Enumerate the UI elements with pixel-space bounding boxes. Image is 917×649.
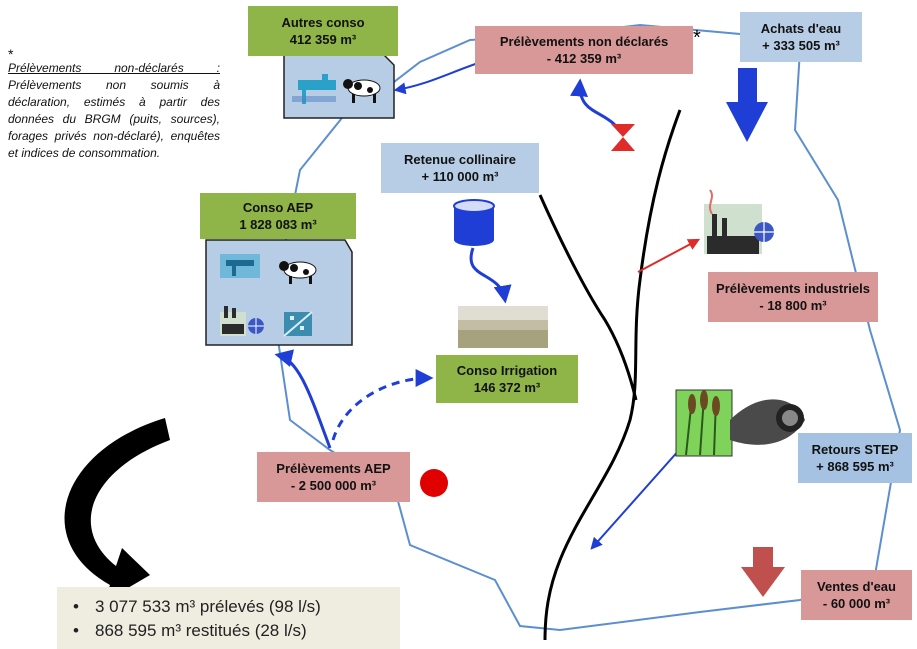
arrow-river-to-industry (637, 238, 701, 273)
bullet-icon: • (73, 597, 79, 616)
river-main (543, 109, 682, 641)
arrow-non-declares-to-autres (393, 59, 488, 95)
asterisk-marker: * (693, 27, 701, 49)
summary-curved-arrow (64, 418, 170, 602)
retenue-collinaire-value: + 110 000 m³ (421, 169, 499, 184)
summary-row: • 868 595 m³ restitués (28 l/s) (73, 619, 400, 643)
retours-step-label: Retours STEP (811, 442, 899, 457)
tap-icon (292, 74, 336, 104)
arrow-step-to-river (590, 439, 689, 550)
ventes-eau-value: - 60 000 m³ (822, 596, 891, 611)
achats-eau-value: + 333 505 m³ (762, 38, 840, 53)
prelevements-non-declares-value: - 412 359 m³ (546, 51, 622, 66)
arrow-hourglass-to-non-declares (570, 78, 617, 127)
bullet-icon: • (73, 621, 79, 640)
conso-irrigation-box: Conso Irrigation 146 372 m³ (436, 355, 578, 403)
globe-icon (754, 222, 774, 242)
red-dot-icon (420, 469, 448, 497)
autres-conso-value: 412 359 m³ (289, 32, 357, 47)
ventes-eau-label: Ventes d'eau (817, 579, 896, 594)
footnote: * Prélèvements non-déclarés : Prélèvemen… (8, 46, 220, 162)
achats-eau-label: Achats d'eau (760, 21, 842, 36)
conso-aep-label: Conso AEP (242, 200, 314, 215)
retenue-collinaire-box: Retenue collinaire + 110 000 m³ (381, 143, 539, 193)
conso-irrigation-label: Conso Irrigation (456, 363, 558, 378)
step-plant-icon (675, 389, 805, 457)
cow-icon (343, 79, 381, 103)
conso-irrigation-value: 146 372 m³ (473, 380, 541, 395)
prelevements-non-declares-label: Prélèvements non déclarés (499, 34, 669, 49)
cow-icon (279, 261, 317, 284)
ventes-eau-box: Ventes d'eau - 60 000 m³ (801, 570, 912, 620)
footnote-body: Prélèvements non soumis à déclaration, e… (8, 78, 220, 160)
prelevements-aep-label: Prélèvements AEP (276, 461, 391, 476)
retours-step-value: + 868 595 m³ (816, 459, 894, 474)
prelevements-aep-value: - 2 500 000 m³ (290, 478, 377, 493)
retours-step-box: Retours STEP + 868 595 m³ (798, 433, 912, 483)
building-icon (283, 311, 313, 337)
prelevements-non-declares-box: Prélèvements non déclarés - 412 359 m³ (475, 26, 693, 74)
prelevements-aep-box: Prélèvements AEP - 2 500 000 m³ (257, 452, 410, 502)
reservoir-icon (453, 199, 495, 246)
factory-icon (704, 189, 762, 254)
footnote-asterisk: * (8, 46, 14, 62)
arrow-reservoir-to-field (469, 247, 512, 304)
globe-icon (248, 318, 264, 334)
summary-box: • 3 077 533 m³ prélevés (98 l/s) • 868 5… (57, 587, 400, 649)
autres-conso-label: Autres conso (281, 15, 365, 30)
hourglass-icon (611, 124, 635, 151)
arrow-aep-to-irrigation (331, 369, 434, 441)
achats-eau-box: Achats d'eau + 333 505 m³ (740, 12, 862, 62)
ventes-down-arrow (741, 547, 785, 597)
prelevements-industriels-box: Prélèvements industriels - 18 800 m³ (708, 272, 878, 322)
footnote-title: Prélèvements non-déclarés : (8, 61, 220, 75)
tap-icon (220, 254, 260, 278)
conso-aep-value: 1 828 083 m³ (239, 217, 317, 232)
achats-down-arrow (726, 68, 768, 142)
summary-row: • 3 077 533 m³ prélevés (98 l/s) (73, 595, 400, 619)
river-tributary (538, 194, 638, 401)
arrow-aep-to-conso (274, 349, 332, 449)
prelevements-industriels-label: Prélèvements industriels (716, 281, 870, 296)
retenue-collinaire-label: Retenue collinaire (404, 152, 516, 167)
prelevements-industriels-value: - 18 800 m³ (759, 298, 827, 313)
factory-icon (220, 306, 246, 336)
autres-conso-box: Autres conso 412 359 m³ (248, 6, 398, 56)
summary-prelevés: 3 077 533 m³ prélevés (98 l/s) (95, 597, 321, 616)
conso-aep-box: Conso AEP 1 828 083 m³ (200, 193, 356, 239)
field-icon (458, 306, 548, 348)
summary-restitués: 868 595 m³ restitués (28 l/s) (95, 621, 307, 640)
